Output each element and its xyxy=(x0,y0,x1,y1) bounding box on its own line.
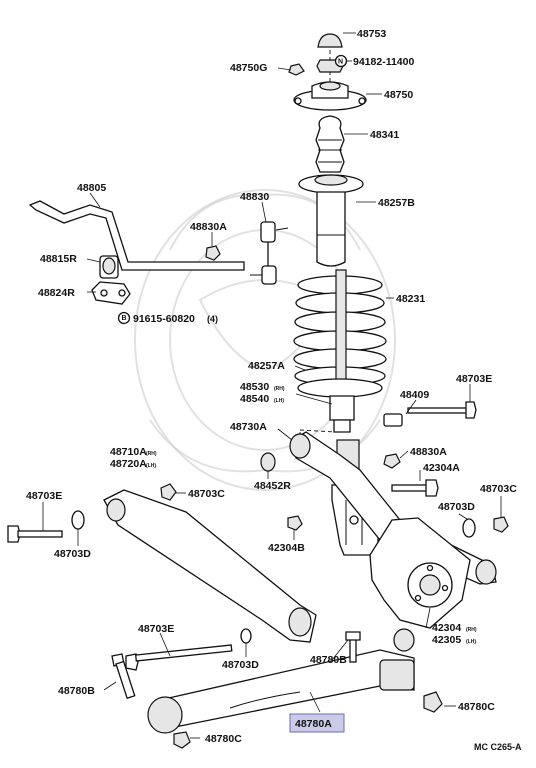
label-94182-11400: 94182-11400 xyxy=(353,56,414,68)
part-48257a-lower-seat[interactable] xyxy=(297,378,383,398)
label-42305: 42305 xyxy=(432,634,461,646)
label-42304-side: (RH) xyxy=(466,627,477,633)
part-labels: 48753 94182-11400 48750G 48750 48341 482… xyxy=(26,28,522,752)
label-48257b: 48257B xyxy=(378,197,415,209)
label-48703e-left: 48703E xyxy=(26,490,62,502)
label-48530: 48530 xyxy=(240,381,269,393)
nut-42304b[interactable] xyxy=(287,515,303,531)
part-48750-upper-mount[interactable] xyxy=(293,81,367,111)
part-42304-knuckle[interactable] xyxy=(369,517,471,652)
label-48703e-bottom: 48703E xyxy=(138,623,174,635)
n-symbol-text: N xyxy=(338,59,343,66)
b-symbol-text: B xyxy=(122,315,127,322)
label-48703d-left: 48703D xyxy=(54,548,91,560)
leader-lines xyxy=(42,32,502,739)
label-48780b-right: 48780B xyxy=(310,654,347,666)
bolt-48703e-top[interactable] xyxy=(407,401,477,419)
label-48780c-bottom: 48780C xyxy=(205,733,242,745)
label-48710a-side: (RH) xyxy=(146,451,157,457)
part-48257b-upper-seat[interactable] xyxy=(298,174,364,194)
label-42304b: 42304B xyxy=(268,542,305,554)
label-48710a: 48710A xyxy=(110,446,147,458)
label-48830a-mid: 48830A xyxy=(410,446,447,458)
label-48703d-right: 48703D xyxy=(438,501,475,513)
part-48753-cap[interactable] xyxy=(317,33,343,48)
label-91615-60820: 91615-60820 xyxy=(133,313,195,325)
label-48780b-left: 48780B xyxy=(58,685,95,697)
part-48830-stabilizer-link[interactable] xyxy=(250,221,289,285)
part-48750g[interactable] xyxy=(288,63,305,76)
bolt-48780b-right[interactable] xyxy=(345,631,361,663)
label-48830: 48830 xyxy=(240,191,269,203)
label-48780a: 48780A xyxy=(295,718,332,730)
label-48780c-right: 48780C xyxy=(458,701,495,713)
label-48720a: 48720A xyxy=(110,458,147,470)
label-48703c-right: 48703C xyxy=(480,483,517,495)
stabilizer-bar-assembly xyxy=(28,200,289,305)
label-48703d-bottom: 48703D xyxy=(222,659,259,671)
label-48257a: 48257A xyxy=(248,360,285,372)
washer-48703d-bottom[interactable] xyxy=(240,628,252,644)
label-48452r: 48452R xyxy=(254,480,291,492)
label-42305-side: (LH) xyxy=(466,639,476,645)
part-48830a-nut-mid[interactable] xyxy=(383,453,401,469)
nut-48780c-bottom[interactable] xyxy=(173,731,191,749)
fasteners: B N xyxy=(7,54,509,749)
part-48341-bump-stop[interactable] xyxy=(315,115,345,173)
washer-48703d-right[interactable] xyxy=(462,518,476,538)
part-48452r[interactable] xyxy=(260,452,276,472)
label-48231: 48231 xyxy=(396,293,425,305)
label-48720a-side: (LH) xyxy=(146,463,156,469)
label-48409: 48409 xyxy=(400,389,429,401)
part-48805-stabilizer-bar[interactable] xyxy=(28,200,245,271)
part-48231-coil-spring[interactable] xyxy=(293,269,387,391)
label-48540: 48540 xyxy=(240,393,269,405)
bolt-48703e-left[interactable] xyxy=(7,525,63,543)
nut-48703c-mid[interactable] xyxy=(160,483,177,501)
part-48710a-lower-arm[interactable] xyxy=(103,489,317,643)
part-48824r-bracket[interactable] xyxy=(91,281,131,305)
washer-48703d-left[interactable] xyxy=(71,510,85,530)
label-48824r: 48824R xyxy=(38,287,75,299)
label-48730a: 48730A xyxy=(230,421,267,433)
highlight-box-48780a[interactable] xyxy=(289,713,345,733)
label-91615-qty: (4) xyxy=(207,314,218,324)
label-48703c-mid: 48703C xyxy=(188,488,225,500)
label-48753: 48753 xyxy=(357,28,386,40)
bolt-42304a[interactable] xyxy=(391,479,439,497)
label-48703e-top: 48703E xyxy=(456,373,492,385)
nut-48703c-right[interactable] xyxy=(493,516,509,533)
lower-arms xyxy=(103,431,497,734)
label-48750g: 48750G xyxy=(230,62,267,74)
strut-dust-boot[interactable] xyxy=(316,191,346,267)
nut-48780c-right[interactable] xyxy=(423,691,443,713)
part-48409-bushing[interactable] xyxy=(383,413,403,427)
label-48815r: 48815R xyxy=(40,253,77,265)
label-42304: 42304 xyxy=(432,622,461,634)
part-48830a-nut-top[interactable] xyxy=(205,245,221,261)
bolt-48703e-bottom[interactable] xyxy=(125,644,233,671)
label-48830a-top: 48830A xyxy=(190,221,227,233)
label-42304a: 42304A xyxy=(423,462,460,474)
bolt-48780b-left[interactable] xyxy=(111,653,136,700)
b-symbol-icon xyxy=(117,311,131,325)
label-48805: 48805 xyxy=(77,182,106,194)
part-48815r-bushing[interactable] xyxy=(99,255,119,279)
label-48750: 48750 xyxy=(384,89,413,101)
label-48530-side: (RH) xyxy=(274,386,285,392)
part-48780a-arm[interactable] xyxy=(147,649,415,734)
label-48341: 48341 xyxy=(370,129,399,141)
label-48540-side: (LH) xyxy=(274,398,284,404)
figure-code: MC C265-A xyxy=(474,742,522,752)
strut-assembly xyxy=(288,33,387,556)
